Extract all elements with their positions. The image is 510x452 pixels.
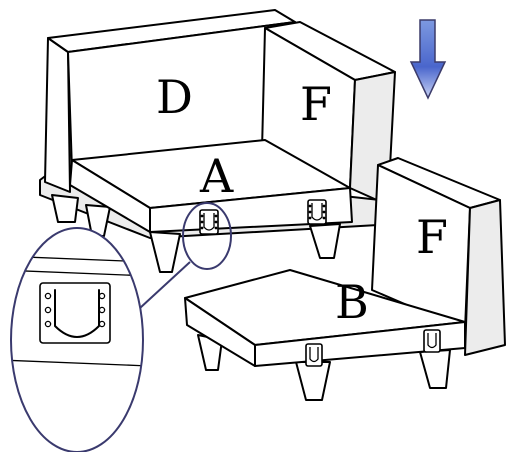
leg-back-left — [51, 194, 79, 223]
zoom-detail-circle — [10, 227, 144, 452]
down-arrow-icon — [409, 19, 447, 100]
label-arm-f-top: F — [300, 77, 332, 131]
zoom-leader-line — [139, 261, 191, 309]
back-d-left-side — [44, 37, 71, 193]
leg-back-mid — [85, 204, 111, 237]
upper-sofa-unit — [39, 9, 396, 273]
leg-b-right — [419, 349, 451, 389]
lower-sofa-unit — [184, 157, 506, 401]
leg-b-front — [295, 361, 331, 401]
seat-a-bracket-right — [307, 199, 327, 225]
label-arm-f-right: F — [416, 210, 448, 264]
leg-front-right — [309, 223, 341, 259]
arm-f-right-outer — [464, 199, 506, 356]
seat-a-bracket-left — [199, 209, 219, 235]
zoom-source-circle — [182, 202, 232, 270]
zoom-bracket — [39, 282, 111, 344]
seat-b-bracket-right — [423, 329, 441, 353]
leg-front-left — [149, 231, 181, 273]
label-seat-b: B — [335, 275, 369, 329]
label-back-d: D — [156, 70, 193, 124]
label-seat-a: A — [199, 149, 234, 203]
seat-b-bracket-left — [305, 343, 323, 367]
zoom-callout — [10, 202, 232, 452]
